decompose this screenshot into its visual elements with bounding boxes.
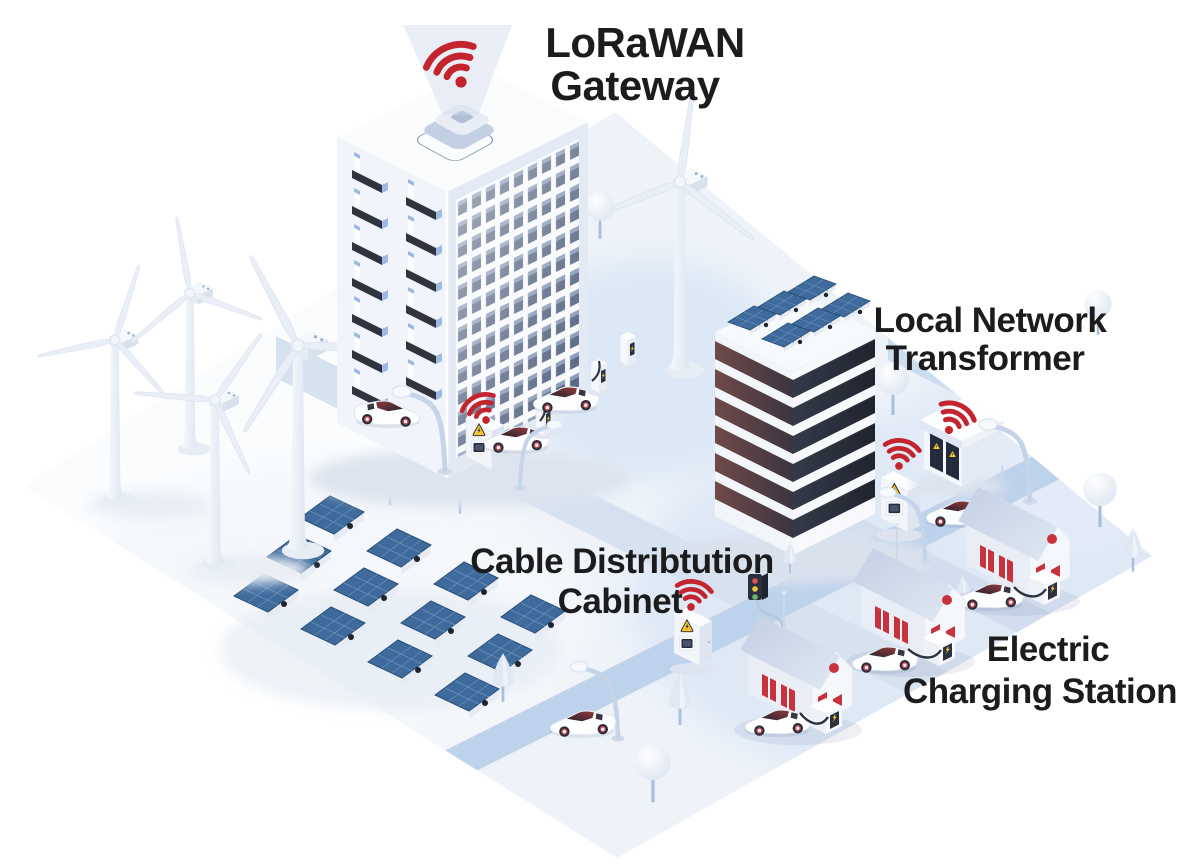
dark-bands	[715, 339, 875, 538]
lorawan-gateway-device	[403, 25, 512, 161]
label-transformer-line2: Transformer	[886, 339, 1086, 378]
label-cabinet-line2: Cabinet	[558, 582, 684, 621]
charging-post	[616, 331, 640, 370]
label-charging-line1: Electric	[987, 630, 1109, 669]
house-1	[733, 589, 863, 746]
label-charging-line2: Charging Station	[903, 672, 1177, 711]
charging-cable	[907, 648, 942, 659]
traffic-light	[748, 573, 789, 645]
charging-cable	[799, 712, 829, 725]
house-3	[951, 460, 1081, 617]
charging-cable	[591, 360, 601, 382]
house-2	[846, 521, 976, 678]
label-cabinet-line1: Cable Distribtution	[470, 542, 774, 581]
label-gateway-line1: LoRaWAN	[545, 19, 745, 66]
labels: LoRaWAN Gateway Local Network Transforme…	[470, 19, 1177, 711]
charging-cable	[1013, 586, 1047, 598]
label-transformer-line1: Local Network	[874, 301, 1108, 340]
label-gateway-line2: Gateway	[550, 62, 720, 109]
apartment-building	[310, 25, 630, 508]
wind-farm	[34, 76, 776, 584]
solar-farm	[220, 495, 566, 720]
